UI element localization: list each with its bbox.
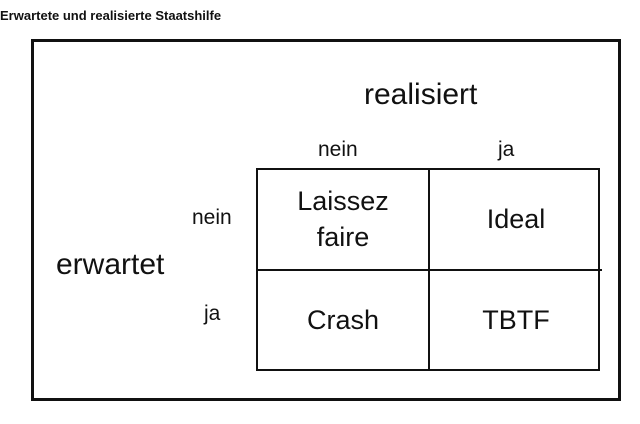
- matrix-grid: Laissez faire Ideal Crash TBTF: [256, 168, 602, 371]
- row-label-ja: ja: [204, 302, 221, 325]
- matrix-frame: realisiert nein ja erwartet nein ja Lais…: [31, 39, 621, 401]
- row-label-nein: nein: [192, 206, 232, 229]
- column-header: realisiert: [364, 78, 478, 111]
- column-label-nein: nein: [318, 138, 358, 161]
- cell-ideal: Ideal: [430, 170, 602, 271]
- row-header: erwartet: [56, 248, 165, 281]
- column-label-ja: ja: [498, 138, 515, 161]
- cell-tbtf: TBTF: [482, 305, 550, 336]
- cell-laissez-faire: Laissez faire: [258, 170, 430, 271]
- figure-title: Erwartete und realisierte Staatshilfe: [0, 8, 222, 23]
- cell-crash: Crash: [258, 271, 430, 371]
